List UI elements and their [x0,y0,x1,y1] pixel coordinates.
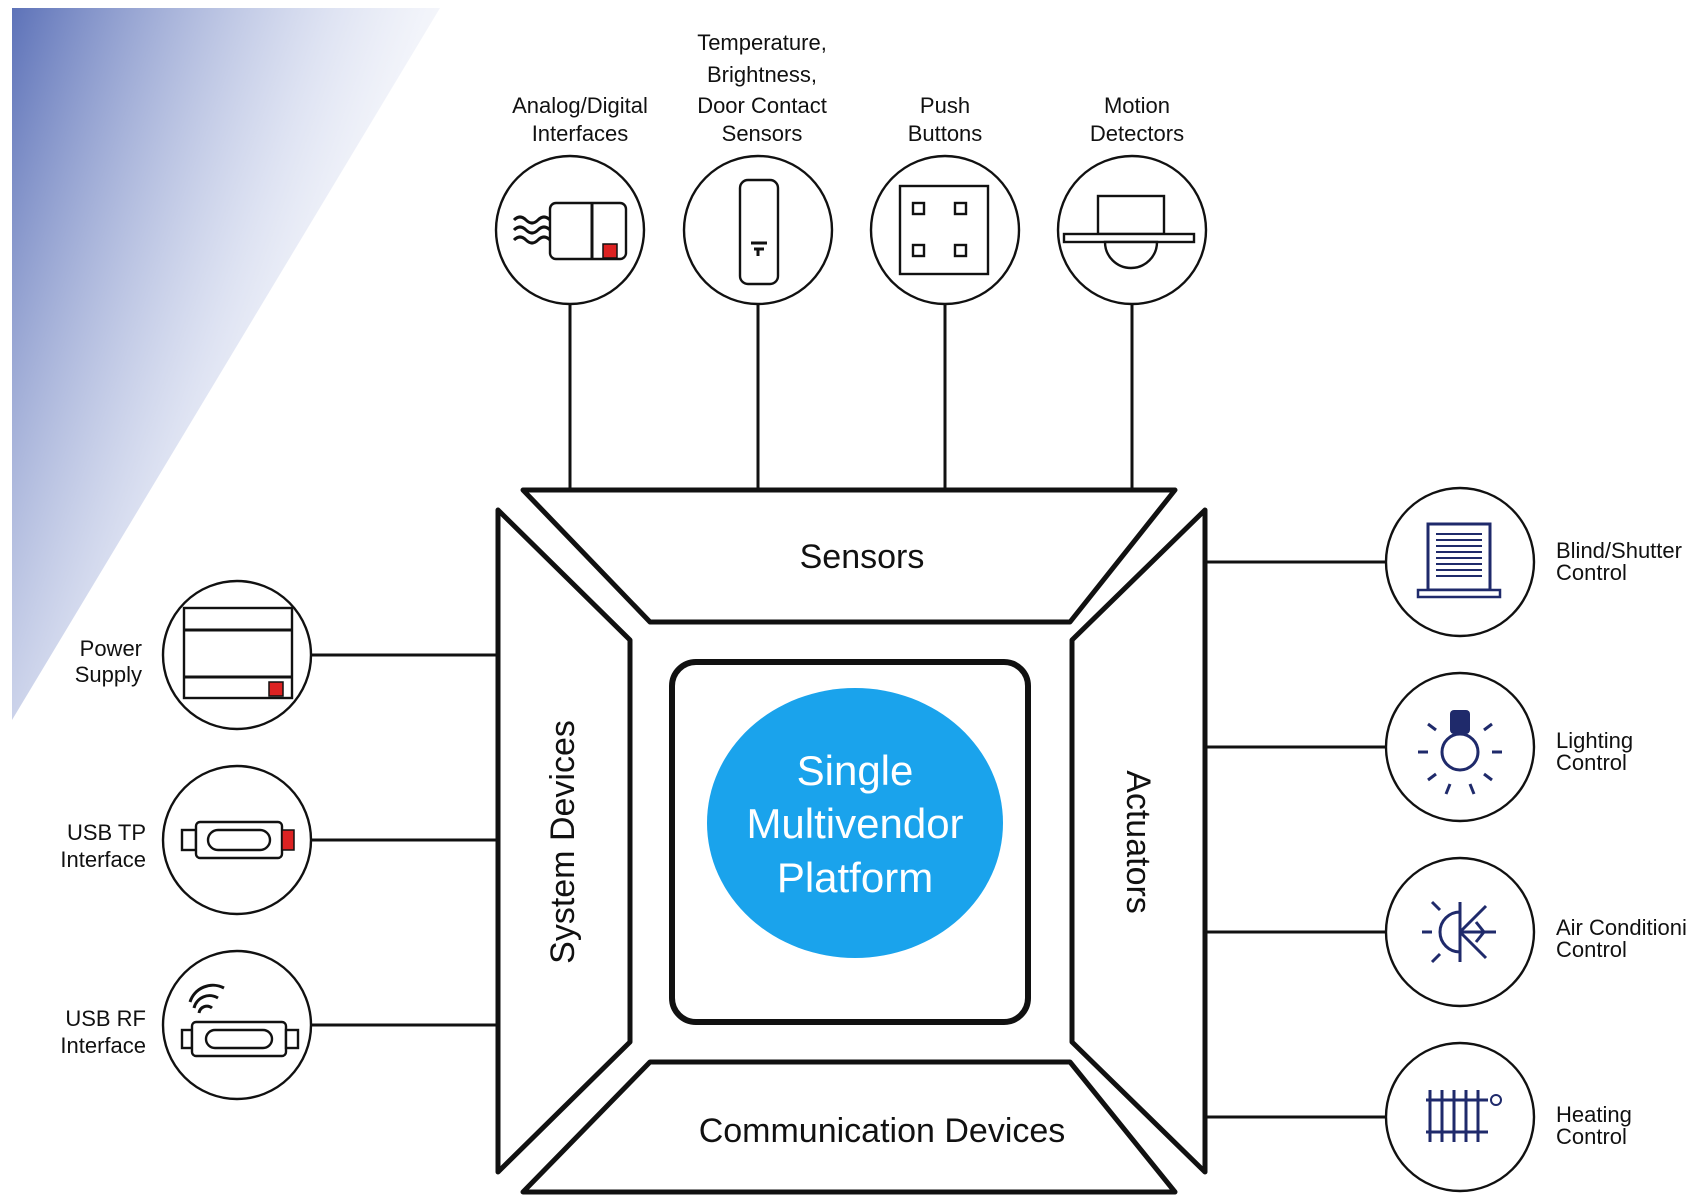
sensor-label-temp-line2: Brightness, [707,62,817,87]
communication-devices-segment [520,1059,1178,1195]
connector-lines [312,280,1385,1119]
sensor-label-motion-line1: Motion [1104,93,1170,118]
sensor-label-push-line1: Push [920,93,970,118]
system-label-power-line1: Power [80,636,142,661]
actuator-label-ac-line2: Control [1556,937,1627,962]
power-supply-icon [161,579,313,731]
system-label-usbtp-line1: USB TP [67,820,146,845]
sensor-label-temp-line4: Sensors [722,121,803,146]
sensor-label-analog-line1: Analog/Digital [512,93,648,118]
sensors-segment [520,487,1178,625]
actuator-label-heating-line2: Control [1556,1124,1627,1149]
system-label-power-line2: Supply [75,662,142,687]
actuator-label-ac-line1: Air Conditioni [1556,915,1687,940]
lighting-icon [1384,671,1536,823]
platform-title-line3: Platform [777,854,933,901]
actuators-label: Actuators [1119,770,1157,914]
system-devices-segment [495,507,633,1175]
sensor-label-analog-line2: Interfaces [532,121,629,146]
platform-title-line1: Single [797,747,914,794]
air-conditioning-icon [1384,856,1536,1008]
usb-rf-interface-icon [161,949,313,1101]
usb-tp-interface-icon [161,764,313,916]
actuator-label-blind-line2: Control [1556,560,1627,585]
communication-devices-label: Communication Devices [699,1112,1066,1150]
system-label-usbrf-line1: USB RF [65,1006,146,1031]
actuator-label-heating-line1: Heating [1556,1102,1632,1127]
system-devices-label: System Devices [544,720,582,964]
system-label-usbrf-line2: Interface [60,1033,146,1058]
background-gradient [12,8,440,720]
motion-detector-icon [1056,154,1208,306]
sensor-label-push-line2: Buttons [908,121,983,146]
heating-icon [1384,1041,1536,1193]
blind-shutter-icon [1384,486,1536,638]
sensor-label-temp-line1: Temperature, [697,30,827,55]
push-buttons-icon [869,154,1021,306]
actuator-label-blind-line1: Blind/Shutter [1556,538,1682,563]
platform-circle [707,688,1003,958]
actuator-label-lighting-line2: Control [1556,750,1627,775]
platform-title-line2: Multivendor [746,800,963,847]
actuator-label-lighting-line1: Lighting [1556,728,1633,753]
sensor-label-motion-line2: Detectors [1090,121,1184,146]
actuators-segment [1069,507,1208,1175]
sensors-label: Sensors [800,538,925,576]
system-label-usbtp-line2: Interface [60,847,146,872]
sensor-label-temp-line3: Door Contact [697,93,827,118]
sensor-icon [682,154,834,306]
analog-digital-interface-icon [494,154,646,306]
